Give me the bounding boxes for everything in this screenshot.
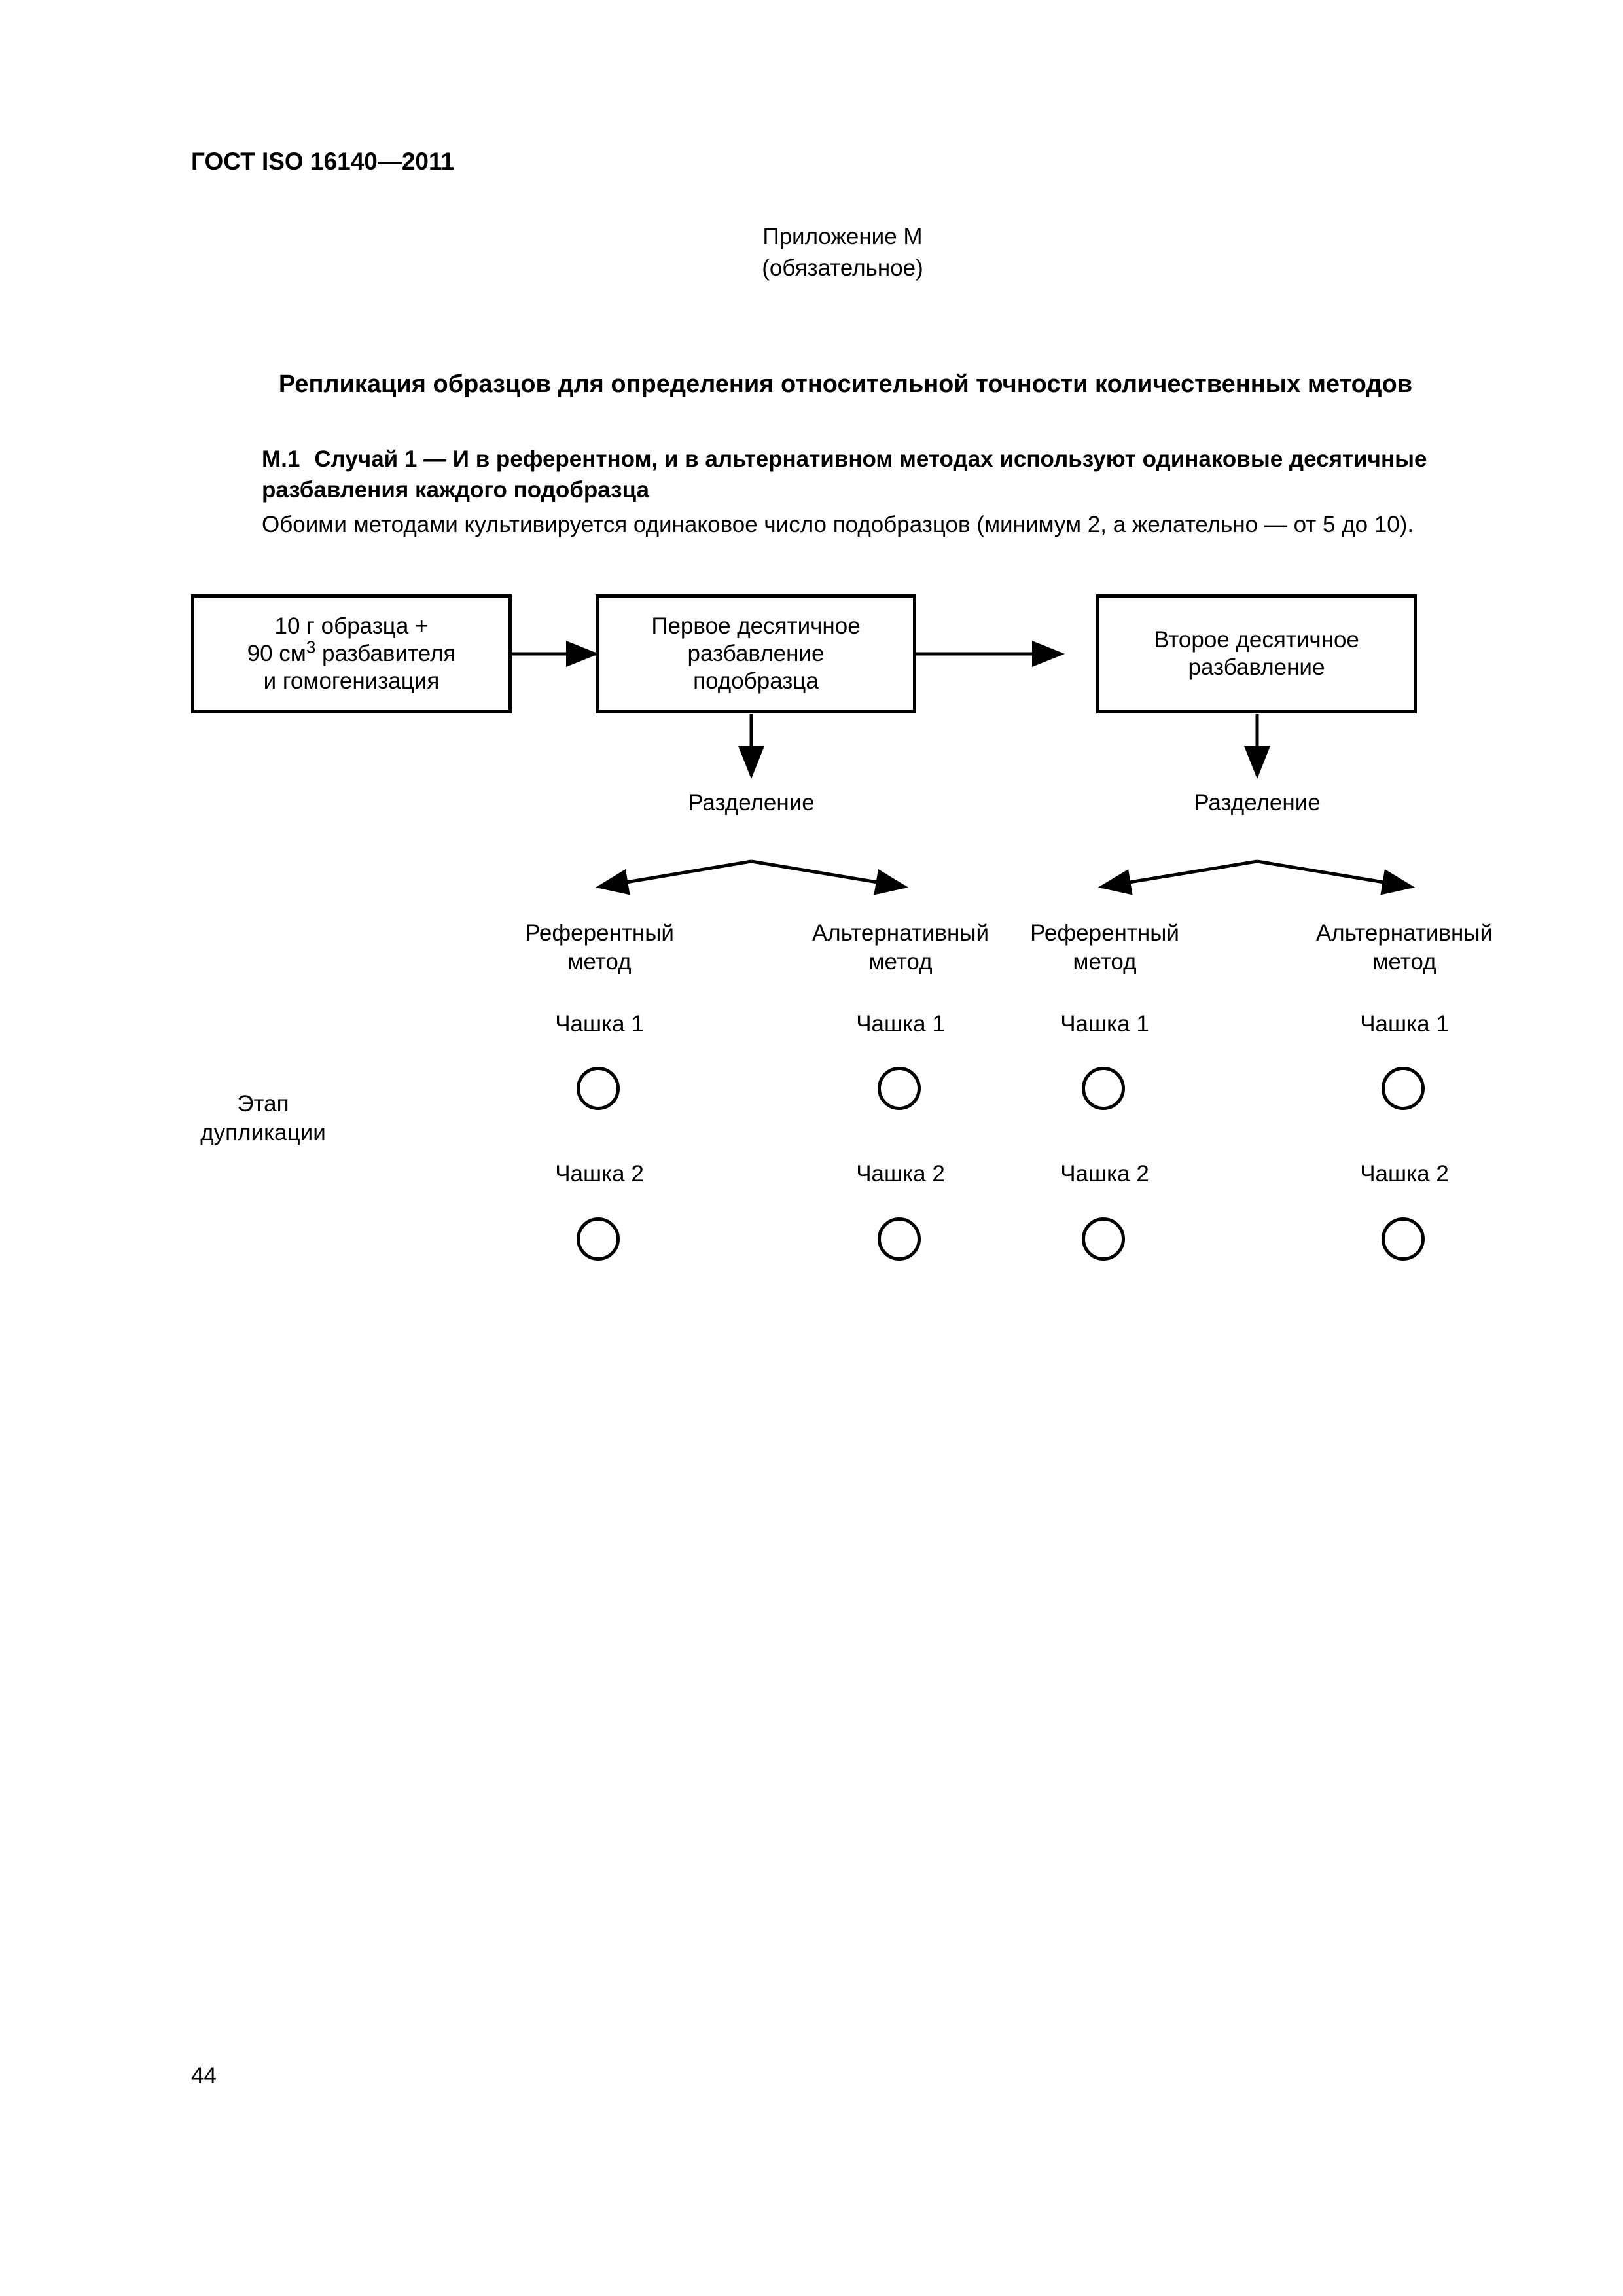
box2-line2: разбавление bbox=[687, 641, 825, 666]
box1-line2: 90 см3 разбавителя bbox=[247, 637, 456, 666]
page-number: 44 bbox=[191, 2063, 217, 2089]
split-label-2: Разделение bbox=[1194, 790, 1321, 816]
dish2-label: Чашка 2 bbox=[555, 1161, 644, 1187]
petri-dish-circle bbox=[577, 1217, 620, 1261]
petri-dish-circle bbox=[878, 1067, 921, 1110]
box1-line3: и гомогенизация bbox=[263, 668, 440, 694]
arrow-split1-left bbox=[596, 859, 752, 895]
annex-title: Приложение М bbox=[762, 224, 923, 249]
petri-dish-circle bbox=[1082, 1217, 1125, 1261]
box1-line1: 10 г образца + bbox=[274, 613, 429, 639]
box2-line1: Первое десятичное bbox=[651, 613, 861, 639]
document-code: ГОСТ ISO 16140—2011 bbox=[191, 148, 455, 175]
dish1-label: Чашка 1 bbox=[1060, 1011, 1149, 1037]
dish2-label: Чашка 2 bbox=[1060, 1161, 1149, 1187]
arrow-split2-right bbox=[1257, 859, 1415, 895]
dish1-label: Чашка 1 bbox=[555, 1011, 644, 1037]
box2-line3: подобразца bbox=[693, 668, 819, 694]
petri-dish-circle bbox=[1382, 1067, 1425, 1110]
arrow-split1-right bbox=[751, 859, 908, 895]
petri-dish-circle bbox=[577, 1067, 620, 1110]
second-dilution-box: Второе десятичное разбавление bbox=[1096, 594, 1417, 713]
dish1-label: Чашка 1 bbox=[856, 1011, 945, 1037]
section-heading: Репликация образцов для определения отно… bbox=[278, 370, 1413, 398]
clause-number: М.1 bbox=[262, 446, 300, 472]
dish1-label: Чашка 1 bbox=[1360, 1011, 1449, 1037]
dish2-label: Чашка 2 bbox=[1360, 1161, 1449, 1187]
dish2-label: Чашка 2 bbox=[856, 1161, 945, 1187]
clause-text: Обоими методами культивируется одинаково… bbox=[262, 512, 1414, 537]
annex-status: (обязательное) bbox=[762, 255, 923, 281]
split-label-1: Разделение bbox=[688, 790, 815, 816]
arrow-split2-left bbox=[1098, 859, 1258, 895]
first-dilution-box: Первое десятичное разбавление подобразца bbox=[596, 594, 916, 713]
box3-line2: разбавление bbox=[1188, 655, 1325, 680]
petri-dish-circle bbox=[1382, 1217, 1425, 1261]
box3-line1: Второе десятичное bbox=[1154, 627, 1359, 653]
clause-title: Случай 1 — И в референтном, и в альтерна… bbox=[262, 446, 1427, 503]
sample-homogenization-box: 10 г образца + 90 см3 разбавителя и гомо… bbox=[191, 594, 512, 713]
petri-dish-circle bbox=[1082, 1067, 1125, 1110]
petri-dish-circle bbox=[878, 1217, 921, 1261]
